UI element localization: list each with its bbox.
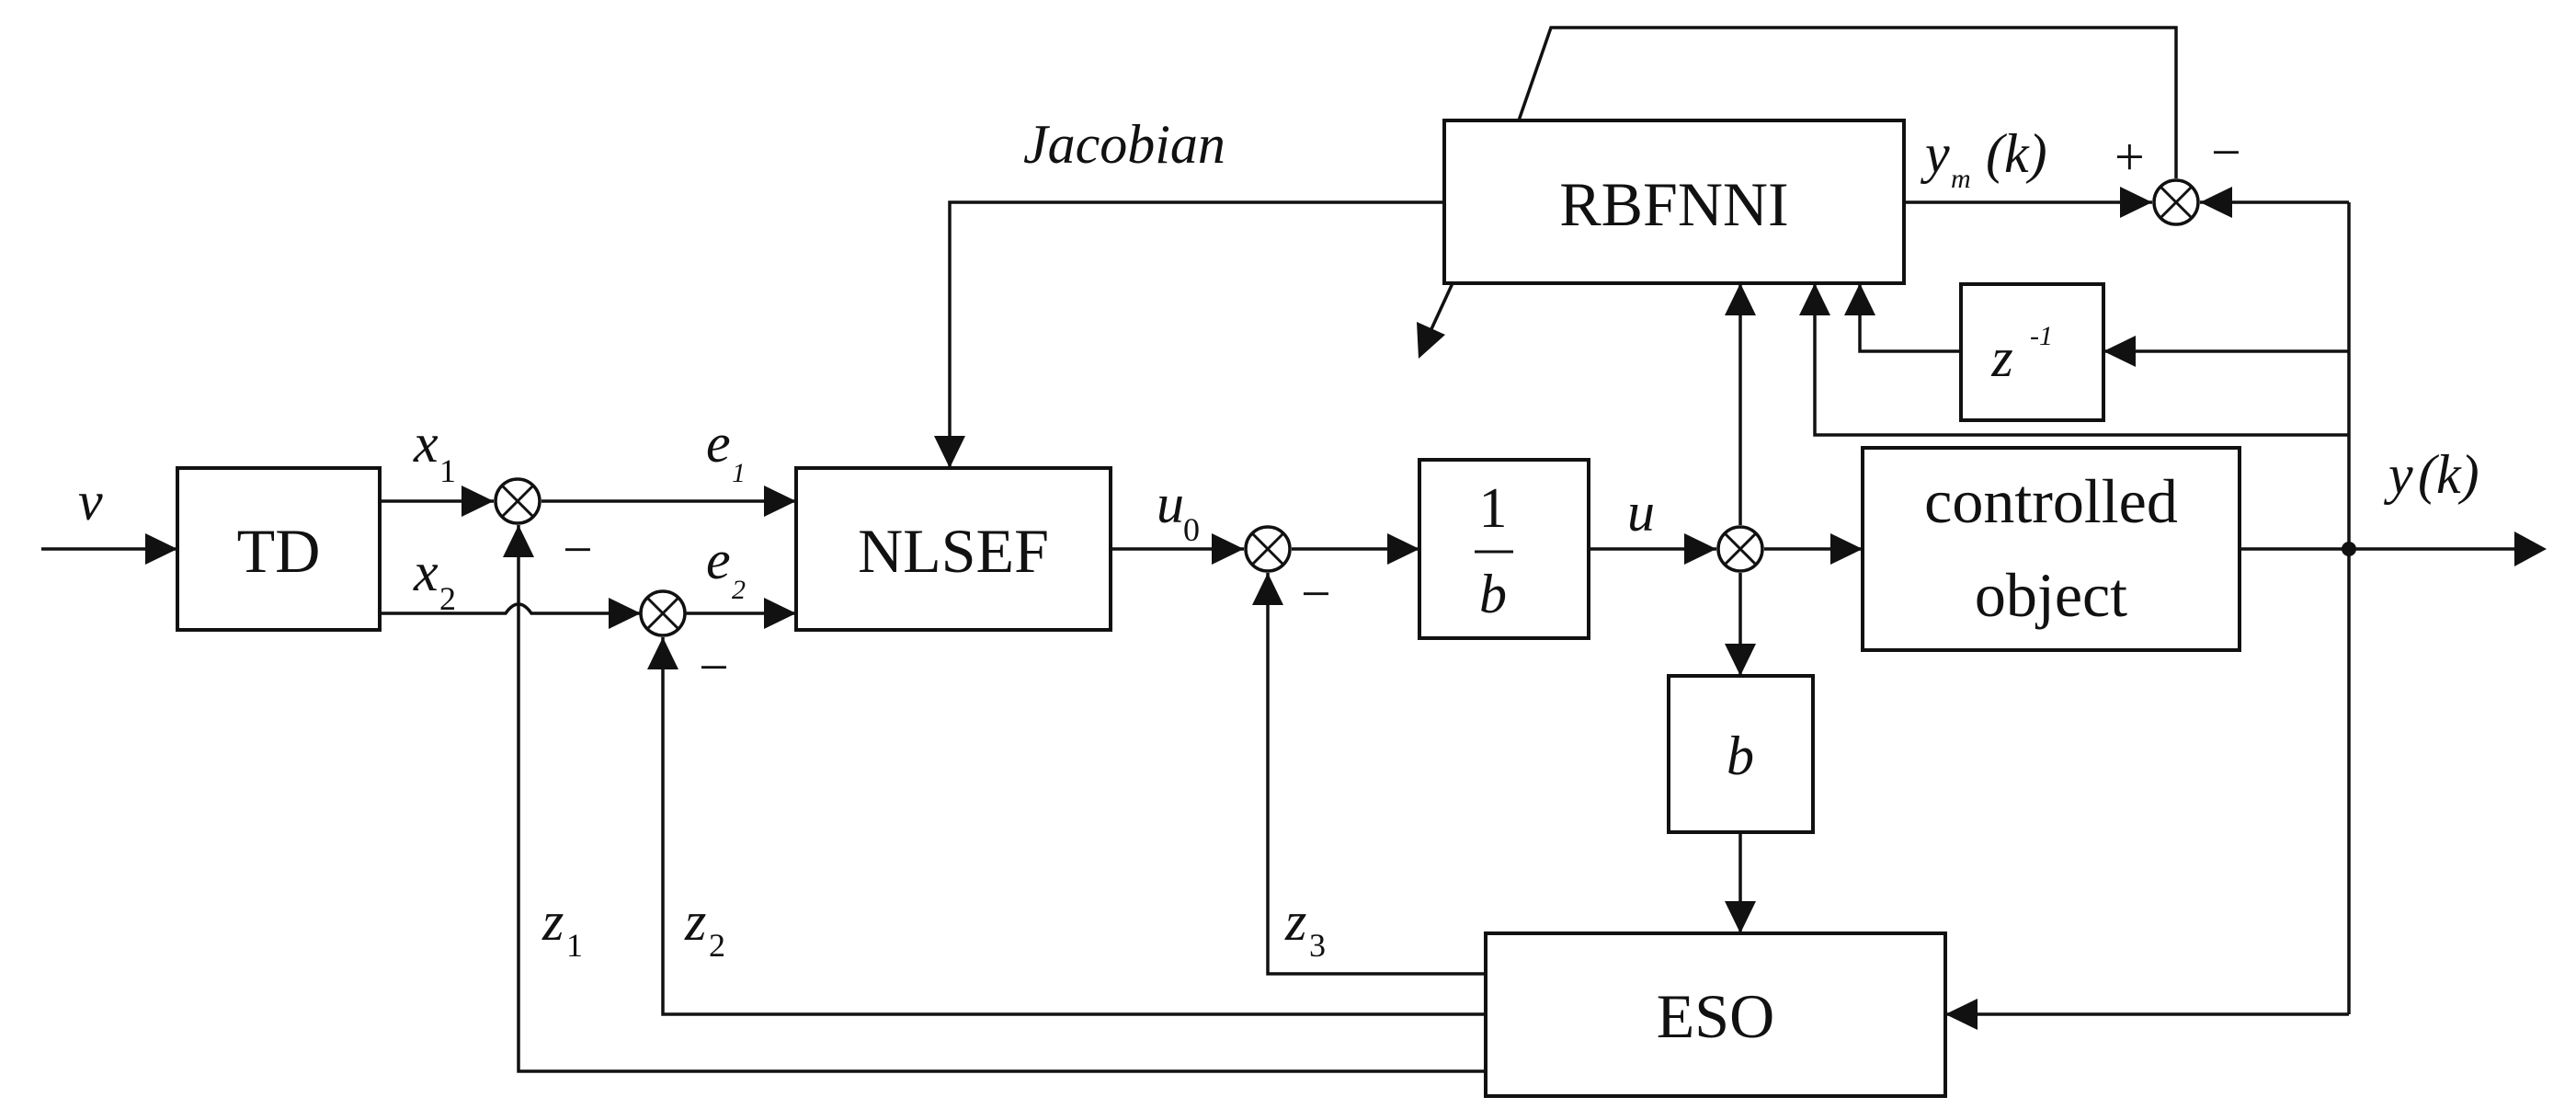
nlsef-block: NLSEF (794, 466, 1112, 632)
inverse-gain-block: 1 b (1418, 458, 1590, 640)
td-block: TD (176, 466, 382, 632)
signal-x1: x (413, 413, 439, 474)
sign-minus-s5: − (2211, 122, 2241, 182)
signal-ym-arg: (k) (1986, 123, 2047, 184)
plant-label-line1: controlled (1924, 466, 2178, 536)
sum-junction-2 (639, 589, 687, 637)
signal-z3: z (1284, 891, 1306, 952)
eso-block: ESO (1484, 931, 1947, 1098)
signal-ym-sub: m (1951, 164, 1971, 194)
rbfnni-label: RBFNNI (1559, 169, 1788, 239)
signal-x2: x (413, 542, 439, 602)
rbfnni-block: RBFNNI (1442, 119, 1906, 285)
delay-block: z -1 (1959, 282, 2105, 422)
signal-z2: z (684, 891, 706, 952)
signal-u0-sub: 0 (1183, 511, 1200, 548)
signal-z2-sub: 2 (709, 927, 725, 964)
sign-minus-s3: − (1301, 564, 1331, 623)
signal-e1-sub: 1 (732, 458, 746, 488)
signal-z1-sub: 1 (566, 927, 583, 964)
delay-exponent: -1 (2030, 321, 2053, 351)
plant-block: controlled object (1861, 446, 2241, 652)
signal-output-y: y (2383, 444, 2413, 505)
plant-label-line2: object (1975, 560, 2127, 630)
connection-lines (41, 26, 2519, 1073)
output-branch-node (2342, 542, 2356, 556)
delay-base: z (1990, 327, 2012, 388)
inverse-gain-denominator: b (1479, 564, 1507, 624)
sum-junction-3 (1244, 525, 1292, 573)
signal-u: u (1627, 482, 1655, 543)
signal-e1: e (706, 413, 731, 474)
b-gain-block: b (1667, 674, 1815, 834)
signal-e2: e (706, 530, 731, 590)
input-signal-v: v (78, 471, 103, 531)
signal-e2-sub: 2 (732, 575, 746, 605)
sign-minus-s1: − (563, 520, 593, 579)
signal-output-arg: (k) (2418, 444, 2479, 505)
arrowheads (145, 187, 2547, 1030)
signal-x1-sub: 1 (439, 452, 456, 489)
eso-label: ESO (1657, 981, 1774, 1051)
signal-x2-sub: 2 (439, 580, 456, 617)
sum-junction-5 (2152, 178, 2200, 226)
sign-minus-s2: − (699, 637, 729, 697)
sign-plus-s5: + (2114, 127, 2145, 187)
sum-junction-4 (1716, 525, 1764, 573)
signal-z3-sub: 3 (1309, 927, 1326, 964)
signal-ym: y (1920, 123, 1950, 184)
td-label: TD (237, 516, 321, 586)
b-gain-label: b (1727, 726, 1754, 786)
sum-junction-1 (494, 477, 541, 525)
signal-u0: u (1157, 474, 1184, 534)
signal-z1: z (541, 891, 564, 952)
jacobian-label: Jacobian (1023, 114, 1225, 175)
inverse-gain-numerator: 1 (1479, 477, 1508, 540)
nlsef-label: NLSEF (858, 516, 1049, 586)
